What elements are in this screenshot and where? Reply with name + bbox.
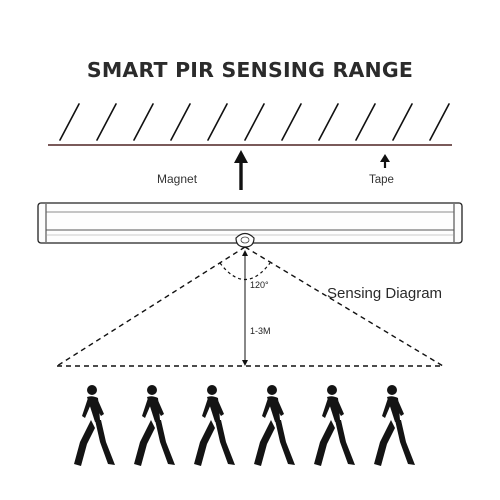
walking-person-icon: [194, 385, 235, 466]
tape-label: Tape: [369, 174, 394, 186]
magnet-label: Magnet: [157, 172, 198, 186]
sensing-diagram-label: Sensing Diagram: [327, 285, 443, 302]
walking-person-icon: [134, 385, 175, 466]
walking-person-icon: [254, 385, 295, 466]
arrow-up-icon: [380, 154, 390, 168]
range-label: 1-3M: [250, 326, 271, 336]
sensing-cone: [56, 246, 444, 367]
pir-sensor-icon: [235, 232, 255, 248]
walking-person-icon: [74, 385, 115, 466]
walking-person-icon: [374, 385, 415, 466]
arrow-up-icon: [234, 150, 248, 190]
people-row: [74, 385, 415, 466]
ceiling-hatch: [59, 103, 450, 141]
walking-person-icon: [314, 385, 355, 466]
page-title: SMART PIR SENSING RANGE: [86, 58, 414, 82]
range-indicator: [242, 250, 248, 366]
angle-label: 120°: [250, 280, 269, 290]
